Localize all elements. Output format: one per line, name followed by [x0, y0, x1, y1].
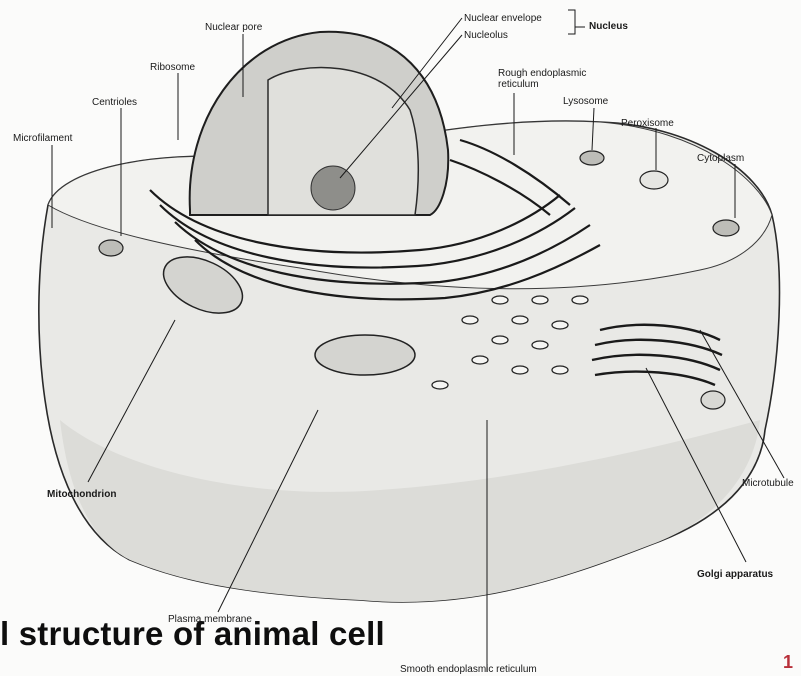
label-microfilament: Microfilament	[13, 133, 72, 144]
label-golgi-apparatus: Golgi apparatus	[697, 569, 773, 580]
label-peroxisome: Peroxisome	[621, 118, 674, 129]
label-nucleus: Nucleus	[589, 21, 628, 32]
label-nucleolus: Nucleolus	[464, 30, 508, 41]
figure-title: l structure of animal cell	[0, 615, 385, 653]
label-lysosome: Lysosome	[563, 96, 608, 107]
nucleolus-shape	[311, 166, 355, 210]
label-nuclear-pore: Nuclear pore	[205, 22, 262, 33]
label-ribosome: Ribosome	[150, 62, 195, 73]
label-microtubule: Microtubule	[742, 478, 794, 489]
label-smooth-er: Smooth endoplasmic reticulum	[400, 664, 537, 675]
label-rough-er: Rough endoplasmic reticulum	[498, 68, 618, 90]
page-number: 1	[783, 652, 793, 673]
label-cytoplasm: Cytoplasm	[697, 153, 744, 164]
label-mitochondrion: Mitochondrion	[47, 489, 116, 500]
label-centrioles: Centrioles	[92, 97, 137, 108]
label-nuclear-envelope: Nuclear envelope	[464, 13, 542, 24]
